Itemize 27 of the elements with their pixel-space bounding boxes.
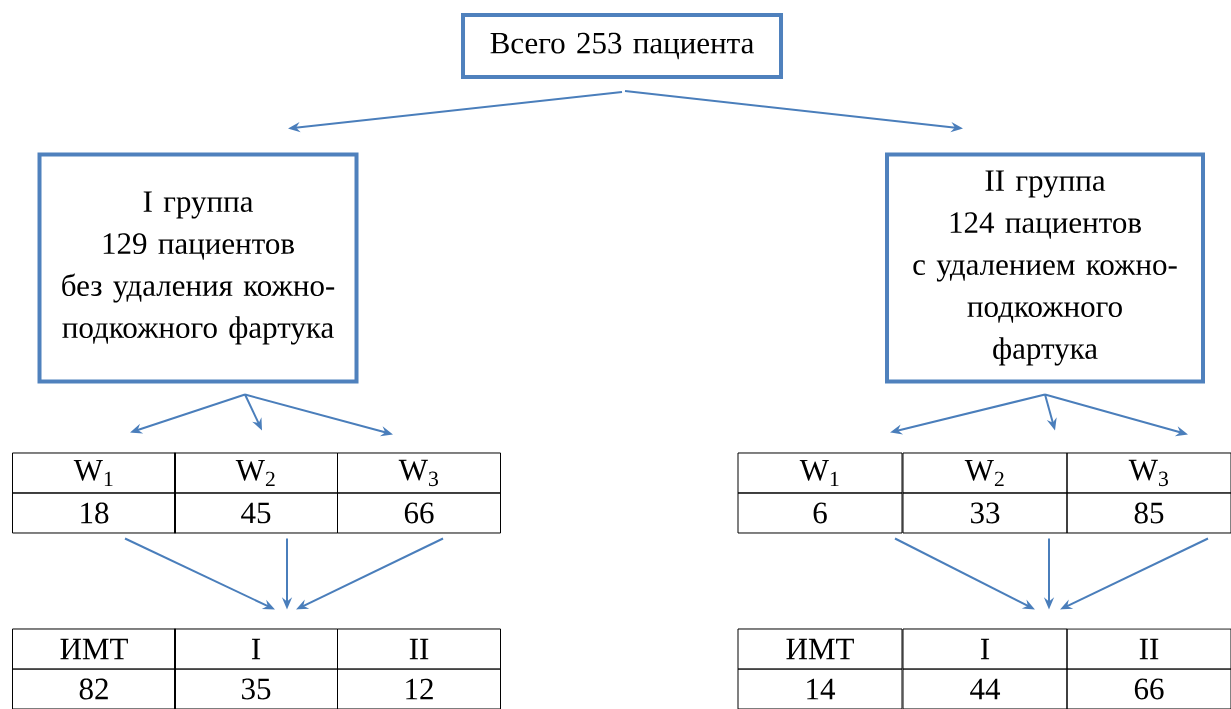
table-cell: W$_{2}$ — [902, 452, 1068, 494]
table-cell: 12 — [337, 668, 501, 709]
table-cell: 35 — [174, 668, 338, 709]
table-cell: I — [174, 628, 338, 670]
table-cell: 82 — [12, 668, 176, 709]
table-cell: W$_{1}$ — [12, 452, 176, 494]
table-cell: II — [1066, 628, 1231, 670]
table-cell: 85 — [1066, 492, 1231, 534]
table-cell: 66 — [337, 492, 501, 534]
table-cell: 33 — [902, 492, 1068, 534]
table-cell: 18 — [12, 492, 176, 534]
table-cell: 6 — [737, 492, 903, 534]
table-cell: 44 — [902, 668, 1068, 709]
table-cell: II — [337, 628, 501, 670]
table-cell: I — [902, 628, 1068, 670]
table-cell: W$_{3}$ — [337, 452, 501, 494]
table-cell: ИМТ — [737, 628, 903, 670]
table-cell: 66 — [1066, 668, 1231, 709]
group-box: I группа 129 пациентов без удаления кожно-подкожного фартука — [37, 152, 359, 384]
table-cell: W$_{2}$ — [174, 452, 338, 494]
table-cell: ИМТ — [12, 628, 176, 670]
table-cell: 45 — [174, 492, 338, 534]
table-cell: W$_{1}$ — [737, 452, 903, 494]
table-cell: 14 — [737, 668, 903, 709]
total-box: Всего 253 пациента — [461, 13, 783, 79]
group-box: II группа 124 пациентов с удалением кожно-подкожного фартука — [885, 152, 1205, 384]
table-cell: W$_{3}$ — [1066, 452, 1231, 494]
